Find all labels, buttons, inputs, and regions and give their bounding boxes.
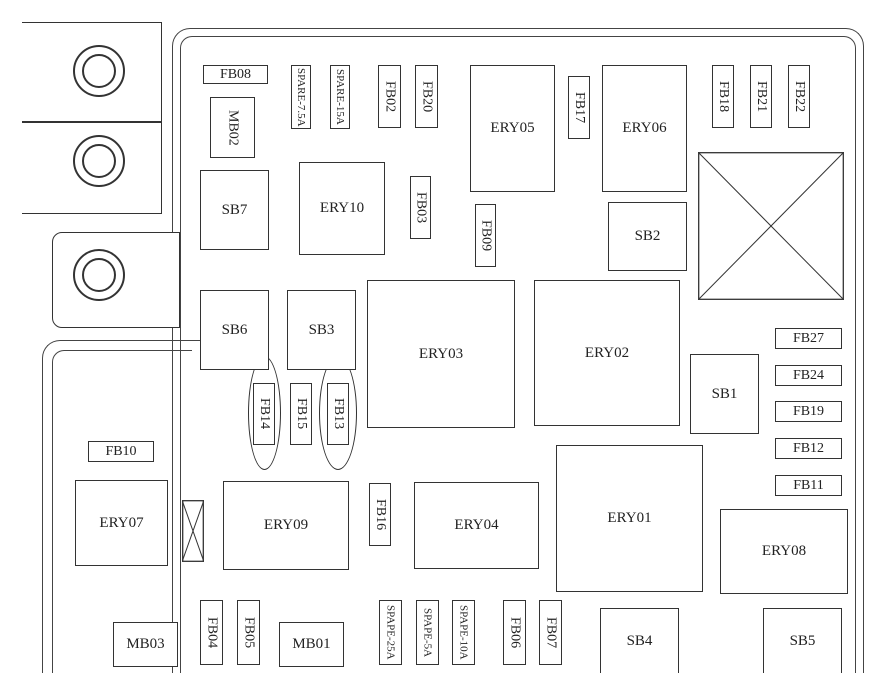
relay-ERY05: ERY05 (470, 65, 555, 192)
relay-ERY08: ERY08 (720, 509, 848, 594)
terminal-bolt-icon (73, 249, 125, 301)
relay-ERY09: ERY09 (223, 481, 349, 570)
fuse-FB03: FB03 (410, 176, 431, 239)
fuse-FB24: FB24 (775, 365, 842, 386)
fuse-FB06: FB06 (503, 600, 526, 665)
fuse-MB02: MB02 (210, 97, 255, 158)
relay-ERY10: ERY10 (299, 162, 385, 255)
fuse-FB05: FB05 (237, 600, 260, 665)
relay-ERY04: ERY04 (414, 482, 539, 569)
fuse-SB2: SB2 (608, 202, 687, 271)
fuse-FB13: FB13 (327, 383, 349, 445)
fuse-FB18: FB18 (712, 65, 734, 128)
fuse-FB04: FB04 (200, 600, 223, 665)
fuse-FB20: FB20 (415, 65, 438, 128)
fuse-SB7: SB7 (200, 170, 269, 250)
fuse-FB02: FB02 (378, 65, 401, 128)
fuse-SB1: SB1 (690, 354, 759, 434)
fuse-MB03: MB03 (113, 622, 178, 667)
fuse-SPAPE-5A: SPAPE-5A (416, 600, 439, 665)
fuse-FB15: FB15 (290, 383, 312, 445)
terminal-bolt-icon (73, 135, 125, 187)
fuse-FB08: FB08 (203, 65, 268, 84)
relay-ERY06: ERY06 (602, 65, 687, 192)
relay-ERY03: ERY03 (367, 280, 515, 428)
fuse-SPARE-15A: SPARE-15A (330, 65, 350, 129)
fuse-SB6: SB6 (200, 290, 269, 370)
fuse-FB22: FB22 (788, 65, 810, 128)
fuse-SB3: SB3 (287, 290, 356, 370)
relay-ERY02: ERY02 (534, 280, 680, 426)
relay-ERY01: ERY01 (556, 445, 703, 592)
fuse-SPAPE-10A: SPAPE-10A (452, 600, 475, 665)
housing-lower-outer (42, 340, 202, 673)
fuse-SPARE-7.5A: SPARE-7.5A (291, 65, 311, 129)
housing-lower-inner (52, 350, 192, 673)
fuse-FB07: FB07 (539, 600, 562, 665)
terminal-bolt-icon (73, 45, 125, 97)
fuse-FB09: FB09 (475, 204, 496, 267)
fuse-FB21: FB21 (750, 65, 772, 128)
fuse-SPAPE-25A: SPAPE-25A (379, 600, 402, 665)
fuse-FB19: FB19 (775, 401, 842, 422)
fuse-SB4: SB4 (600, 608, 679, 673)
fuse-FB12: FB12 (775, 438, 842, 459)
fuse-FB11: FB11 (775, 475, 842, 496)
fuse-FB27: FB27 (775, 328, 842, 349)
blank-slot-crossed (182, 500, 204, 562)
relay-ERY07: ERY07 (75, 480, 168, 566)
fuse-FB16: FB16 (369, 483, 391, 546)
fuse-MB01: MB01 (279, 622, 344, 667)
fuse-FB17: FB17 (568, 76, 590, 139)
fuse-FB14: FB14 (253, 383, 275, 445)
fuse-FB10: FB10 (88, 441, 154, 462)
fuse-SB5: SB5 (763, 608, 842, 673)
blank-block-crossed (698, 152, 844, 300)
